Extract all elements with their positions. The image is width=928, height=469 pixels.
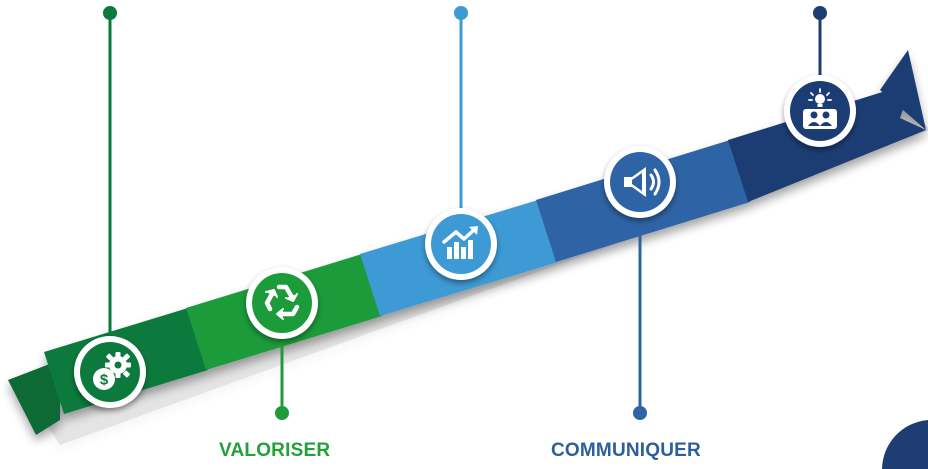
dollar-gear-icon: $ xyxy=(93,352,131,390)
milestone-badge-3 xyxy=(425,208,497,280)
growth-chart-icon xyxy=(442,226,478,259)
label-communiquer: COMMUNIQUER xyxy=(551,440,701,461)
label-valoriser: VALORISER xyxy=(219,440,331,461)
connector-dot-3 xyxy=(454,6,468,20)
milestone-badge-2 xyxy=(246,267,318,339)
connector-dot-4 xyxy=(633,406,647,420)
connectors xyxy=(103,6,827,420)
milestone-badge-5 xyxy=(784,75,856,147)
milestone-badge-1: $ xyxy=(74,336,146,408)
connector-dot-1 xyxy=(103,6,117,20)
idea-team-icon xyxy=(803,88,837,129)
milestone-badge-4 xyxy=(604,146,676,218)
connector-dot-2 xyxy=(275,406,289,420)
connector-dot-5 xyxy=(813,6,827,20)
svg-text:$: $ xyxy=(100,372,109,389)
ribbon-arrow-tip xyxy=(880,50,926,130)
ribbon-tail xyxy=(8,360,60,435)
recycle-icon xyxy=(264,284,300,320)
megaphone-icon xyxy=(624,167,661,197)
corner-decoration xyxy=(882,420,928,469)
